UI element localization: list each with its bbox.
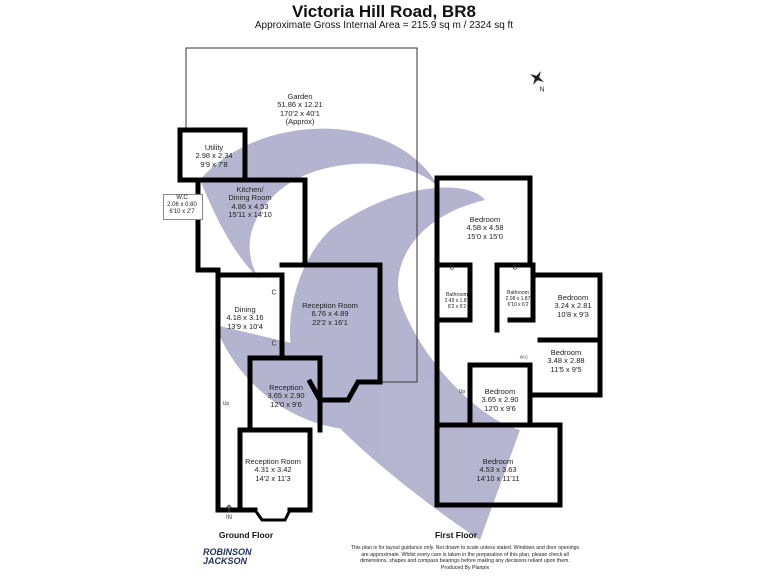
room-metric: 6.76 x 4.89: [311, 309, 349, 319]
room-bedroom-2: Bedroom 3.24 x 2.81 10'8 x 9'3: [554, 293, 592, 319]
room-imperial: 12'0 x 9'6: [270, 399, 302, 409]
stairs-up-label: Up: [222, 401, 230, 407]
room-metric: 3.65 x 2.90: [481, 395, 519, 405]
room-imperial: 170'2 x 40'1: [280, 108, 320, 118]
planpix-watermark: [200, 128, 520, 540]
room-name: Bedroom: [484, 387, 516, 396]
room-name: Bedroom: [550, 348, 582, 357]
disclaimer-line: Produced By Planpix: [440, 564, 490, 571]
compass-north-label: N: [539, 86, 545, 94]
plan-subtitle: Approximate Gross Internal Area = 215.9 …: [254, 20, 514, 31]
room-metric: 3.24 x 2.81: [554, 301, 592, 311]
ground-floor-walls: [177, 127, 383, 522]
first-floor-walls: [434, 175, 603, 508]
disclaimer-line: dimensions, shapes and compass bearings …: [360, 558, 570, 565]
room-name: Bathroom: [507, 290, 529, 296]
room-name: Bedroom: [469, 215, 501, 224]
room-metric: 4.86 x 4.53: [231, 201, 269, 211]
watermark-tail: [215, 325, 360, 430]
room-bedroom-5: Bedroom 4.53 x 3.63 14'10 x 11'11: [476, 457, 520, 483]
room-imperial: 10'8 x 9'3: [557, 309, 589, 319]
room-wc: W.C 2.06 x 0.80 6'10 x 2'7: [167, 195, 197, 216]
room-imperial: 12'0 x 9'6: [484, 403, 516, 413]
room-name: Dining: [234, 305, 256, 314]
room-imperial: 15'11 x 14'10: [228, 209, 272, 219]
ground-floor-label: Ground Floor: [218, 530, 274, 540]
cupboard-label: C: [512, 264, 518, 272]
room-garden: Garden 51.86 x 12.21 170'2 x 40'1 (Appro…: [277, 92, 323, 126]
room-imperial: 14'10 x 11'11: [476, 473, 520, 483]
room-bedroom-3: Bedroom 3.48 x 2.88 11'5 x 9'5: [547, 348, 585, 374]
room-metric: 4.31 x 3.42: [254, 465, 292, 475]
room-bathroom-2: Bathroom 2.08 x 1.87 6'10 x 6'2: [506, 290, 531, 308]
cupboard-label: C: [271, 340, 277, 348]
room-metric: 2.98 x 2.34: [195, 151, 233, 161]
room-metric: 2.49 x 1.87: [444, 298, 470, 304]
room-name: Reception Room: [302, 301, 358, 310]
room-bedroom-1: Bedroom 4.58 x 4.58 15'0 x 15'0: [466, 215, 504, 241]
room-reception-room-large: Reception Room 6.76 x 4.89 22'2 x 16'1: [302, 301, 358, 327]
room-name: Reception: [269, 383, 303, 392]
cupboard-label: C: [271, 289, 277, 297]
room-imperial: 22'2 x 16'1: [312, 317, 348, 327]
room-dining: Dining 4.18 x 3.16 13'9 x 10'4: [226, 305, 264, 331]
robinson-jackson-logo: ROBINSON JACKSON: [203, 548, 252, 566]
wc-label-box: [163, 194, 203, 220]
room-kitchen-dining: Kitchen/ Dining Room 4.86 x 4.53 15'11 x…: [228, 185, 272, 219]
logo-line-1: ROBINSON: [203, 547, 252, 557]
room-name: Garden: [287, 92, 313, 101]
first-floor-label: First Floor: [434, 530, 478, 540]
room-name: Bathroom: [446, 292, 468, 298]
room-metric: 3.48 x 2.88: [547, 356, 585, 366]
logo-line-2: JACKSON: [203, 556, 248, 566]
room-metric: 2.06 x 0.80: [167, 202, 197, 208]
room-reception-room-front: Reception Room 4.31 x 3.42 14'2 x 11'3: [245, 457, 301, 483]
room-imperial: 6'10 x 6'2: [507, 302, 529, 308]
disclaimer-line: are approximate. Whilst every care is ta…: [361, 551, 569, 558]
room-imperial: 8'2 x 6'2: [447, 304, 467, 310]
room-bedroom-4: Bedroom 3.65 x 2.90 12'0 x 9'6: [481, 387, 519, 413]
room-reception: Reception 3.65 x 2.90 12'0 x 9'6: [267, 383, 305, 409]
room-name: Reception Room: [245, 457, 301, 466]
room-name-line2: Dining Room: [228, 193, 272, 203]
room-metric: 3.65 x 2.90: [267, 391, 305, 401]
room-imperial: 13'9 x 10'4: [227, 321, 263, 331]
plan-title: Victoria Hill Road, BR8: [292, 2, 476, 21]
room-metric: 2.08 x 1.87: [505, 296, 531, 302]
room-imperial: 15'0 x 15'0: [467, 231, 503, 241]
room-imperial: 9'9 x 7'8: [200, 159, 228, 169]
room-name: W.C: [176, 195, 188, 201]
room-name: Bedroom: [557, 293, 589, 302]
watermark-arc: [200, 128, 440, 280]
compass-icon: [530, 71, 544, 85]
room-bathroom-1: Bathroom 2.49 x 1.87 8'2 x 6'2: [445, 292, 470, 310]
room-name: Kitchen/: [236, 185, 264, 194]
entrance-label: IN: [226, 515, 232, 521]
room-imperial: 14'2 x 11'3: [255, 473, 291, 483]
room-name: Utility: [204, 143, 224, 152]
room-metric: 4.58 x 4.58: [466, 223, 504, 233]
watermark-swoosh: [290, 187, 520, 540]
room-metric: 4.18 x 3.16: [226, 313, 264, 323]
room-imperial: 11'5 x 9'5: [550, 364, 582, 374]
room-metric: 4.53 x 3.63: [479, 465, 517, 475]
garden-boundary: [185, 47, 418, 383]
room-utility: Utility 2.98 x 2.34 9'9 x 7'8: [195, 143, 233, 169]
cupboard-label: C: [449, 264, 455, 272]
stairs-up-label: Up: [458, 389, 466, 395]
room-metric: 51.86 x 12.21: [277, 100, 323, 110]
room-imperial: 6'10 x 2'7: [169, 209, 195, 215]
room-name: Bedroom: [482, 457, 514, 466]
room-note: (Approx): [285, 116, 315, 126]
disclaimer: This plan is for layout guidance only. N…: [295, 545, 635, 571]
entrance-arrow-icon: [225, 504, 233, 512]
wc-label: W.C: [519, 354, 529, 360]
disclaimer-line: This plan is for layout guidance only. N…: [350, 545, 580, 551]
